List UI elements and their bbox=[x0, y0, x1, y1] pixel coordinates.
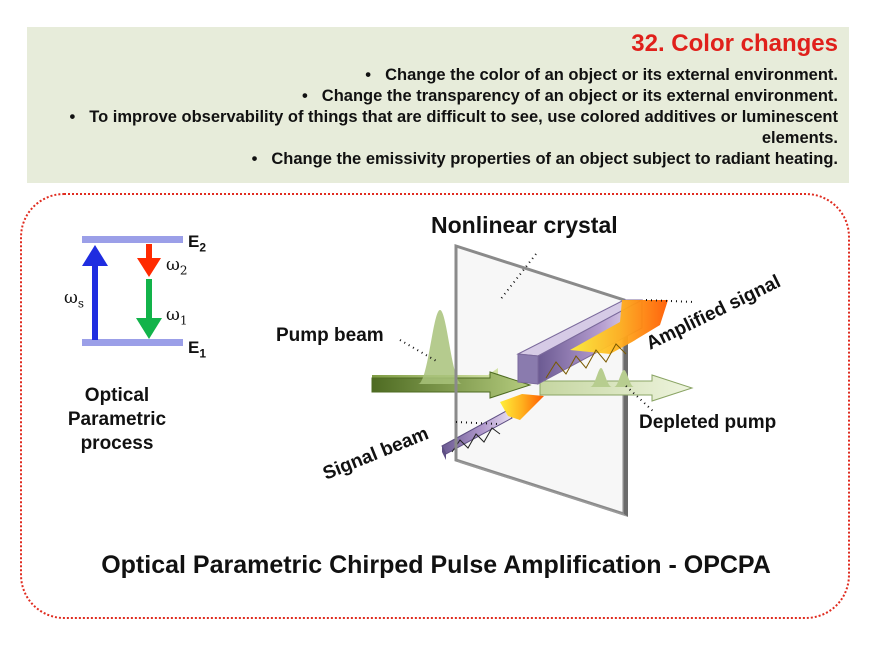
signal-beam bbox=[441, 394, 544, 460]
omega2-label: ω2 bbox=[166, 255, 188, 277]
level-subscript: 2 bbox=[199, 240, 207, 255]
bullet-glyph: • bbox=[302, 87, 308, 105]
figure-title: Optical Parametric Chirped Pulse Amplifi… bbox=[101, 551, 771, 579]
omega-symbol: ω bbox=[166, 255, 180, 275]
lower-level-line bbox=[82, 339, 183, 346]
level-letter: E bbox=[188, 338, 200, 357]
omega2-transition-arrow bbox=[137, 244, 161, 277]
caption-line: Parametric bbox=[67, 409, 167, 430]
upper-level-label: E2 bbox=[188, 232, 206, 254]
leader-lines bbox=[399, 253, 695, 425]
amplified-signal-beam bbox=[516, 299, 668, 385]
pump-beam-label: Pump beam bbox=[276, 325, 384, 346]
crystal-label: Nonlinear crystal bbox=[431, 212, 618, 238]
caption-line: Optical bbox=[84, 385, 150, 406]
signal-beam-label: Signal beam bbox=[320, 423, 432, 484]
bullet-text: To improve observability of things that … bbox=[89, 108, 838, 147]
omega-symbol: ω bbox=[64, 288, 78, 308]
slide-title: 32. Color changes bbox=[631, 30, 838, 57]
bullet-item: • Change the emissivity properties of an … bbox=[18, 149, 838, 170]
bullet-text: Change the transparency of an object or … bbox=[321, 87, 838, 105]
bullet-glyph: • bbox=[251, 150, 258, 168]
bullet-glyph: • bbox=[69, 108, 76, 126]
bullet-item: • Change the color of an object or its ex… bbox=[18, 65, 838, 86]
omega-subscript: s bbox=[77, 296, 85, 311]
caption-line: process bbox=[80, 433, 154, 454]
omega-symbol: ω bbox=[166, 305, 180, 325]
omega1-label: ω1 bbox=[166, 305, 188, 327]
pump-transition-arrow bbox=[82, 245, 108, 340]
pump-beam bbox=[371, 310, 532, 399]
header-panel bbox=[27, 27, 849, 183]
amplified-signal-label: Amplified signal bbox=[643, 271, 784, 354]
bullet-item: • Change the transparency of an object or… bbox=[18, 86, 838, 107]
bullet-item: • To improve observability of things that… bbox=[18, 107, 838, 149]
signal-leader bbox=[455, 421, 499, 425]
level-subscript: 1 bbox=[199, 346, 207, 361]
omega-subscript: 1 bbox=[179, 313, 188, 328]
bullet-text: Change the color of an object or its ext… bbox=[385, 66, 838, 84]
bullet-text: Change the emissivity properties of an o… bbox=[271, 150, 838, 168]
pump-frequency-label: ωs bbox=[64, 288, 84, 310]
omega1-transition-arrow bbox=[136, 279, 162, 339]
diagram-frame bbox=[20, 193, 850, 619]
bullet-list: • Change the color of an object or its ex… bbox=[18, 65, 838, 170]
amplified-leader bbox=[645, 299, 695, 303]
lower-level-label: E1 bbox=[188, 338, 206, 360]
depleted-pump-beam bbox=[539, 368, 694, 402]
omega-subscript: 2 bbox=[179, 263, 188, 278]
bullet-glyph: • bbox=[365, 66, 372, 84]
level-letter: E bbox=[188, 232, 200, 251]
energy-level-diagram bbox=[82, 236, 183, 346]
upper-level-line bbox=[82, 236, 183, 243]
depleted-pump-label: Depleted pump bbox=[639, 412, 777, 433]
process-caption: Optical Parametric process bbox=[62, 384, 172, 456]
